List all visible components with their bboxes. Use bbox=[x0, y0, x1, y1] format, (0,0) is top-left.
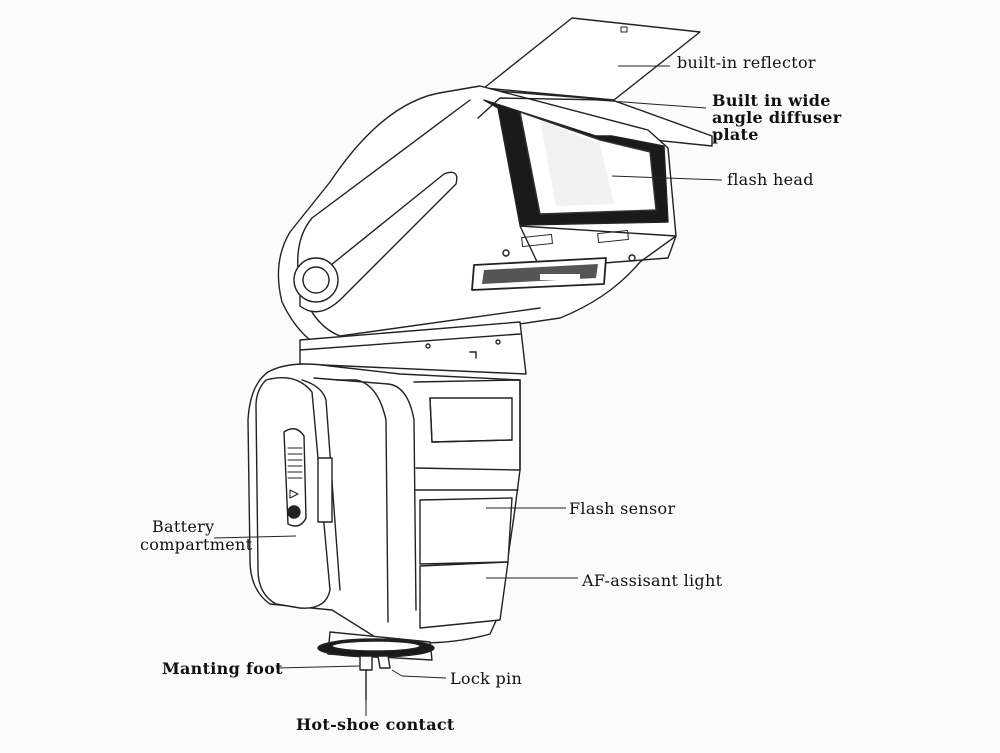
leader-lines bbox=[213, 65, 723, 716]
label-flash-head: flash head bbox=[727, 170, 814, 189]
label-battery-line1: Battery bbox=[152, 517, 215, 536]
label-flash-sensor: Flash sensor bbox=[569, 499, 676, 518]
label-built-in-reflector: built-in reflector bbox=[677, 53, 816, 72]
af-window bbox=[419, 561, 509, 629]
swivel-slot bbox=[299, 171, 458, 313]
label-af-assist-light: AF-assisant light bbox=[582, 571, 723, 590]
label-battery-line2: compartment bbox=[140, 535, 253, 554]
reflector-card bbox=[483, 17, 701, 101]
top-window bbox=[429, 397, 513, 443]
label-diffuser-line1: Built in wide bbox=[712, 91, 831, 110]
neck bbox=[299, 321, 527, 375]
label-mounting-foot: Manting foot bbox=[162, 659, 283, 678]
label-lock-pin: Lock pin bbox=[450, 669, 523, 688]
label-diffuser-line3: plate bbox=[712, 125, 759, 144]
label-diffuser-line2: angle diffuser bbox=[712, 108, 842, 127]
label-hot-shoe-contact: Hot-shoe contact bbox=[296, 715, 455, 734]
battery-latch bbox=[283, 428, 307, 527]
